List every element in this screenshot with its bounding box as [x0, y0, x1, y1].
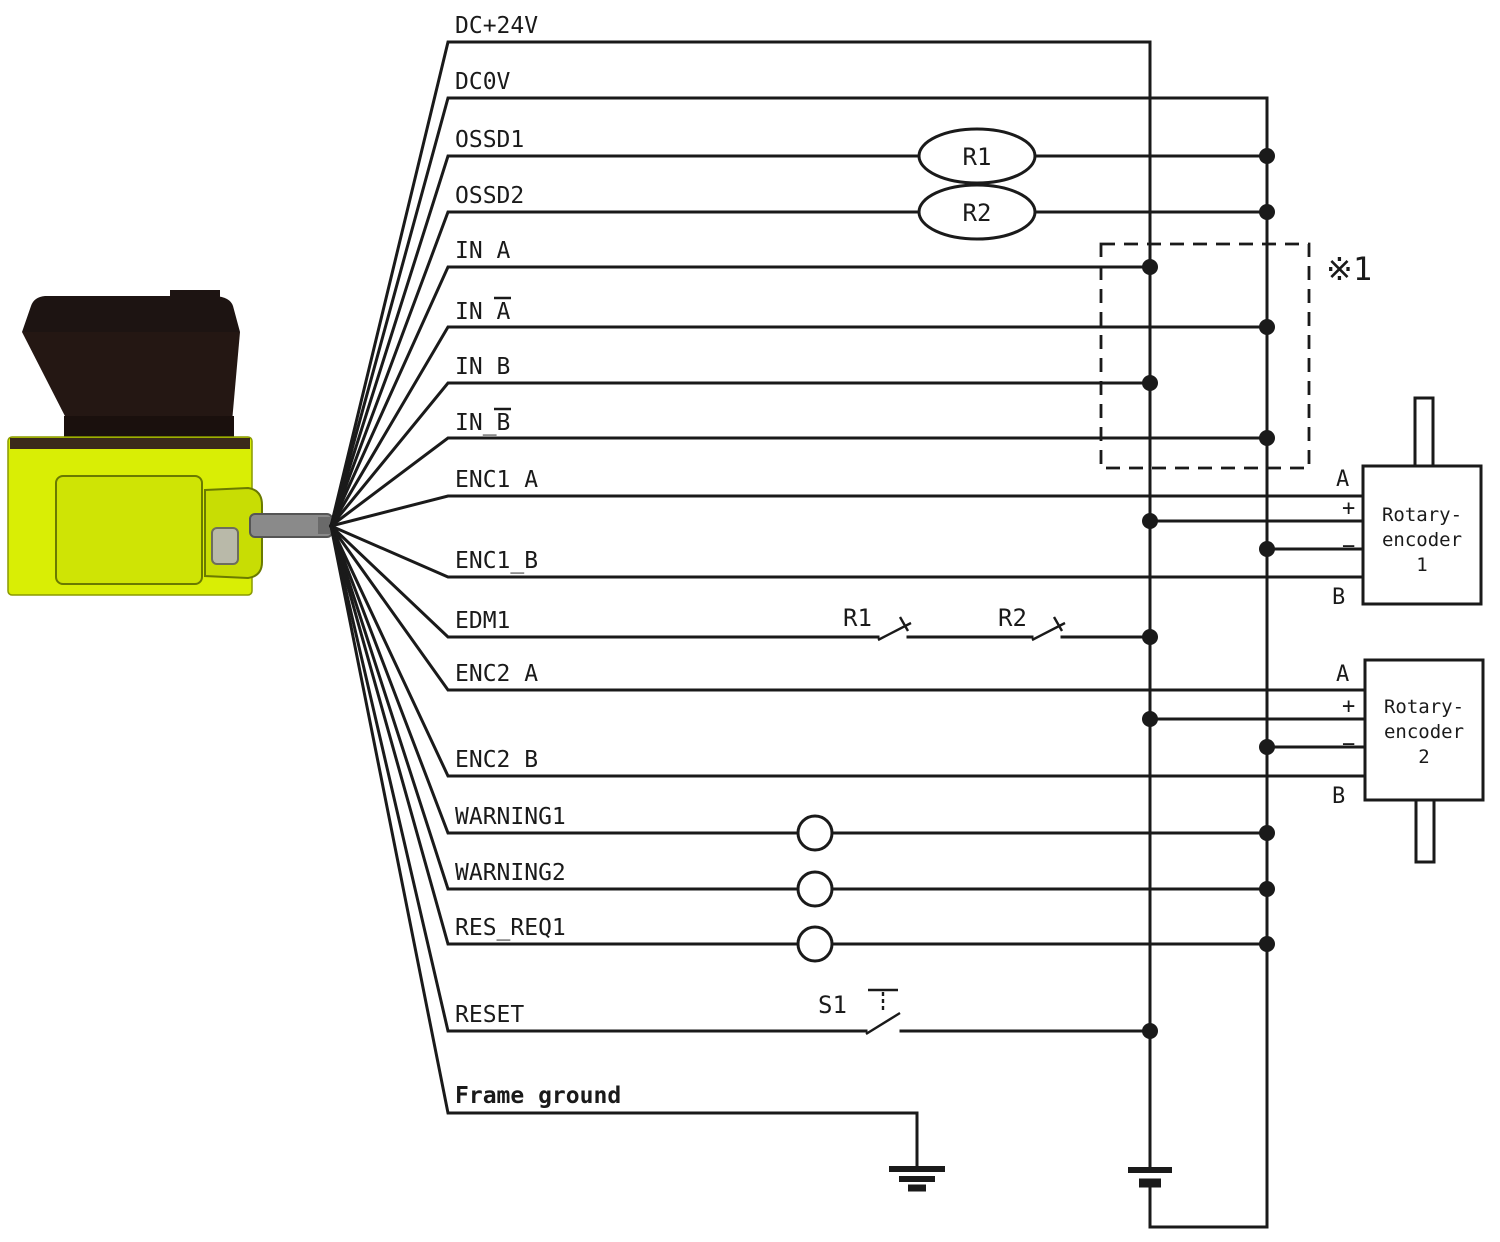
wire-label-enc2-a: ENC2 A [455, 661, 538, 687]
encoder2-shaft [1414, 796, 1436, 864]
scanner-connector-bolt [211, 527, 239, 565]
edm-contact-r2 [1031, 616, 1066, 642]
note-ref1: ※1 [1326, 250, 1372, 288]
wire-dc24v: DC+24V [329, 13, 1152, 1170]
wire-warning1: WARNING1 [329, 524, 1275, 852]
edm-contact-r2-label: R2 [998, 604, 1027, 632]
wire-dc0v: DC0V [329, 69, 1269, 1229]
wire-label-in-a: IN A [455, 238, 511, 264]
scanner-optics-cone [22, 332, 240, 422]
encoder1-terminal-minus: − [1342, 534, 1355, 559]
junction-dot [1142, 375, 1158, 391]
encoder2-name-line2: encoder [1384, 721, 1464, 743]
edm-contact-r1-label: R1 [843, 604, 872, 632]
laser-scanner-device [7, 290, 333, 596]
encoder2-name-line3: 2 [1418, 746, 1429, 768]
edm-contact-r1 [877, 616, 912, 642]
scanner-top-notch [170, 290, 220, 299]
relay-coil-r1-label: R1 [963, 143, 992, 171]
wire-ossd1: R1 OSSD1 [329, 127, 1275, 528]
wire-label-edm1: EDM1 [455, 608, 510, 634]
wire-label-enc2-b: ENC2 B [455, 747, 538, 773]
wire-enc2-b: ENC2 B [329, 524, 1367, 778]
wire-res-req1: RES_REQ1 [329, 524, 1275, 963]
encoder2-box [1363, 658, 1485, 802]
encoder1-terminal-plus: + [1342, 496, 1355, 521]
junction-dot [1259, 825, 1275, 841]
wire-frame-ground: Frame ground [329, 524, 945, 1192]
wire-in-b: IN B [328, 354, 1158, 529]
wire-label-dc24v: DC+24V [455, 13, 538, 39]
junction-dot [1259, 541, 1275, 557]
wire-label-in-a-bar: IN A [455, 299, 511, 325]
relay-coil-r1 [917, 127, 1037, 185]
junction-dot [1259, 739, 1275, 755]
lamp-res-req1 [796, 925, 834, 963]
wire-label-frame-ground: Frame ground [455, 1083, 621, 1109]
lamp-warning2 [796, 870, 834, 908]
wire-in-a: IN A [329, 238, 1158, 528]
encoder2-terminal-a: A [1336, 662, 1349, 687]
wire-label-ossd2: OSSD2 [455, 183, 524, 209]
wire-reset: RESET S1 [329, 524, 1158, 1039]
wire-label-enc1-a: ENC1 A [455, 467, 538, 493]
wire-warning2: WARNING2 [329, 524, 1275, 908]
lamp-warning1 [796, 814, 834, 852]
wire-label-in-b-bar: IN_B [455, 410, 510, 436]
wire-in-a-bar: IN A [328, 296, 1275, 529]
encoder2-terminal-plus: + [1342, 694, 1355, 719]
wire-label-in-b: IN B [455, 354, 510, 380]
junction-dot [1142, 513, 1158, 529]
junction-dot [1142, 629, 1158, 645]
wire-ossd2: R2 OSSD2 [329, 183, 1275, 528]
scanner-front-window [55, 475, 203, 585]
junction-dot [1259, 430, 1275, 446]
scanner-body-top-strip [10, 438, 250, 449]
wire-enc1-a: ENC1 A [329, 467, 1365, 528]
wire-label-ossd1: OSSD1 [455, 127, 524, 153]
relay-coil-r2-label: R2 [963, 199, 992, 227]
wire-label-warning2: WARNING2 [455, 860, 566, 886]
encoder1-name-line1: Rotary- [1382, 504, 1462, 526]
earth-ground-symbol [889, 1166, 945, 1192]
dashed-group-box [1099, 242, 1311, 470]
encoder1-terminal-b: B [1332, 585, 1345, 610]
rotary-encoder-2: Rotary- encoder 2 A + − B [1142, 658, 1485, 864]
wire-enc2-a: ENC2 A [328, 523, 1367, 692]
wire-label-reset: RESET [455, 1002, 524, 1028]
relay-coil-r2 [917, 183, 1037, 241]
wire-label-res-req1: RES_REQ1 [455, 915, 566, 941]
encoder2-terminal-minus: − [1342, 732, 1355, 757]
wire-label-dc0v: DC0V [455, 69, 511, 95]
scanner-lens-band [64, 416, 234, 440]
junction-dot [1259, 881, 1275, 897]
junction-dot [1142, 259, 1158, 275]
junction-dot [1142, 711, 1158, 727]
encoder1-name-line3: 1 [1416, 554, 1427, 576]
encoder2-terminal-b: B [1332, 784, 1345, 809]
junction-dot [1259, 204, 1275, 220]
scanner-cable-tip [318, 517, 332, 534]
wire-label-enc1-b: ENC1_B [455, 548, 538, 574]
wire-label-warning1: WARNING1 [455, 804, 566, 830]
encoder1-shaft [1413, 396, 1435, 470]
power-source-symbol [1128, 1167, 1269, 1229]
junction-dot [1259, 148, 1275, 164]
junction-dot [1259, 319, 1275, 335]
encoder1-box [1361, 464, 1483, 606]
encoder1-terminal-a: A [1336, 467, 1349, 492]
wire-enc1-b: ENC1_B [329, 524, 1365, 579]
junction-dot [1259, 936, 1275, 952]
encoder2-name-line1: Rotary- [1384, 696, 1464, 718]
reset-switch-contact [865, 1011, 901, 1036]
rotary-encoder-1: Rotary- encoder 1 A + − B [1142, 396, 1483, 610]
wire-edm1: EDM1 R1 R2 [328, 523, 1158, 645]
wire-in-b-bar: IN_B [328, 407, 1275, 529]
junction-dot [1142, 1023, 1158, 1039]
encoder1-name-line2: encoder [1382, 529, 1462, 551]
reset-switch-label: S1 [818, 991, 847, 1019]
scanner-top-cap [22, 296, 240, 332]
